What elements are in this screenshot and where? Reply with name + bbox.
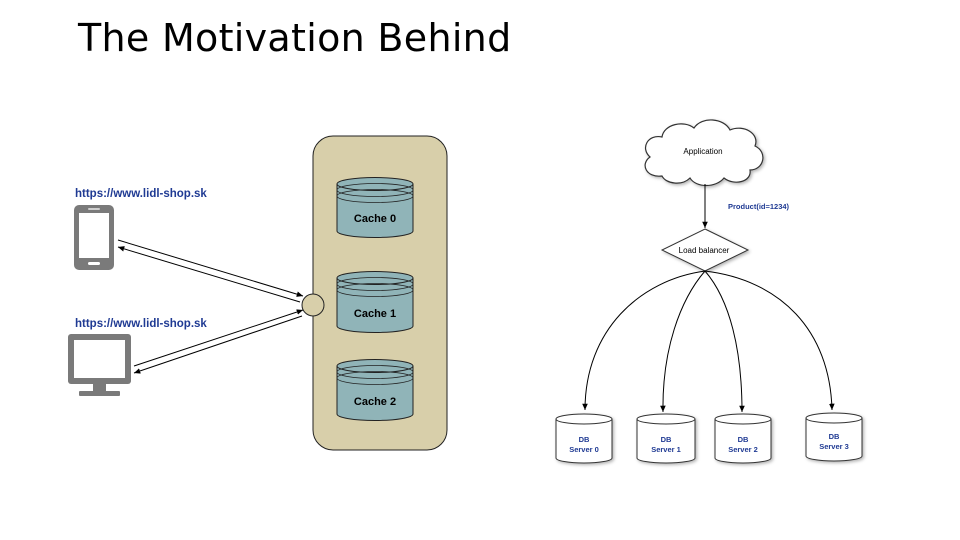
application-label: Application — [683, 147, 722, 156]
cache-label: Cache 0 — [354, 213, 396, 225]
cache-label: Cache 1 — [354, 308, 396, 320]
response-arrow — [117, 246, 301, 303]
load-balancer-label: Load balancer — [679, 246, 730, 255]
response-arrow — [133, 315, 303, 374]
client-url-label: https://www.lidl-shop.sk — [75, 188, 207, 200]
routing-arrow — [704, 270, 745, 413]
db-server-node — [636, 413, 696, 464]
mobile-phone-icon — [74, 205, 114, 270]
request-label: Product(id=1234) — [728, 202, 790, 211]
db-server-label: Server 0 — [569, 445, 599, 454]
cache-node: Cache 1 — [336, 271, 414, 333]
db-server-label: DB — [661, 435, 672, 444]
cache-node: Cache 0 — [336, 177, 414, 238]
cache-architecture-diagram: https://www.lidl-shop.sk https://www.lid… — [68, 135, 448, 451]
cache-label: Cache 2 — [354, 396, 396, 408]
cache-gateway-node — [301, 293, 325, 317]
db-server-node — [555, 413, 613, 464]
cache-node: Cache 2 — [336, 359, 414, 421]
slide-title: The Motivation Behind — [78, 16, 512, 60]
load-balancer-diagram: Application Product(id=1234) Load balanc… — [555, 119, 863, 464]
routing-arrow — [704, 270, 835, 411]
request-arrow — [133, 309, 304, 367]
routing-arrow — [582, 270, 706, 411]
client-url-label: https://www.lidl-shop.sk — [75, 318, 207, 330]
db-server-label: DB — [829, 432, 840, 441]
db-server-label: Server 2 — [728, 445, 758, 454]
db-server-label: DB — [738, 435, 749, 444]
db-server-label: DB — [579, 435, 590, 444]
desktop-monitor-icon — [68, 334, 131, 396]
db-server-node — [714, 413, 772, 464]
request-arrow — [117, 239, 304, 297]
routing-arrow — [660, 270, 706, 413]
cloud-icon — [644, 119, 764, 187]
db-server-label: Server 3 — [819, 442, 849, 451]
db-server-label: Server 1 — [651, 445, 681, 454]
db-server-node — [805, 412, 863, 462]
